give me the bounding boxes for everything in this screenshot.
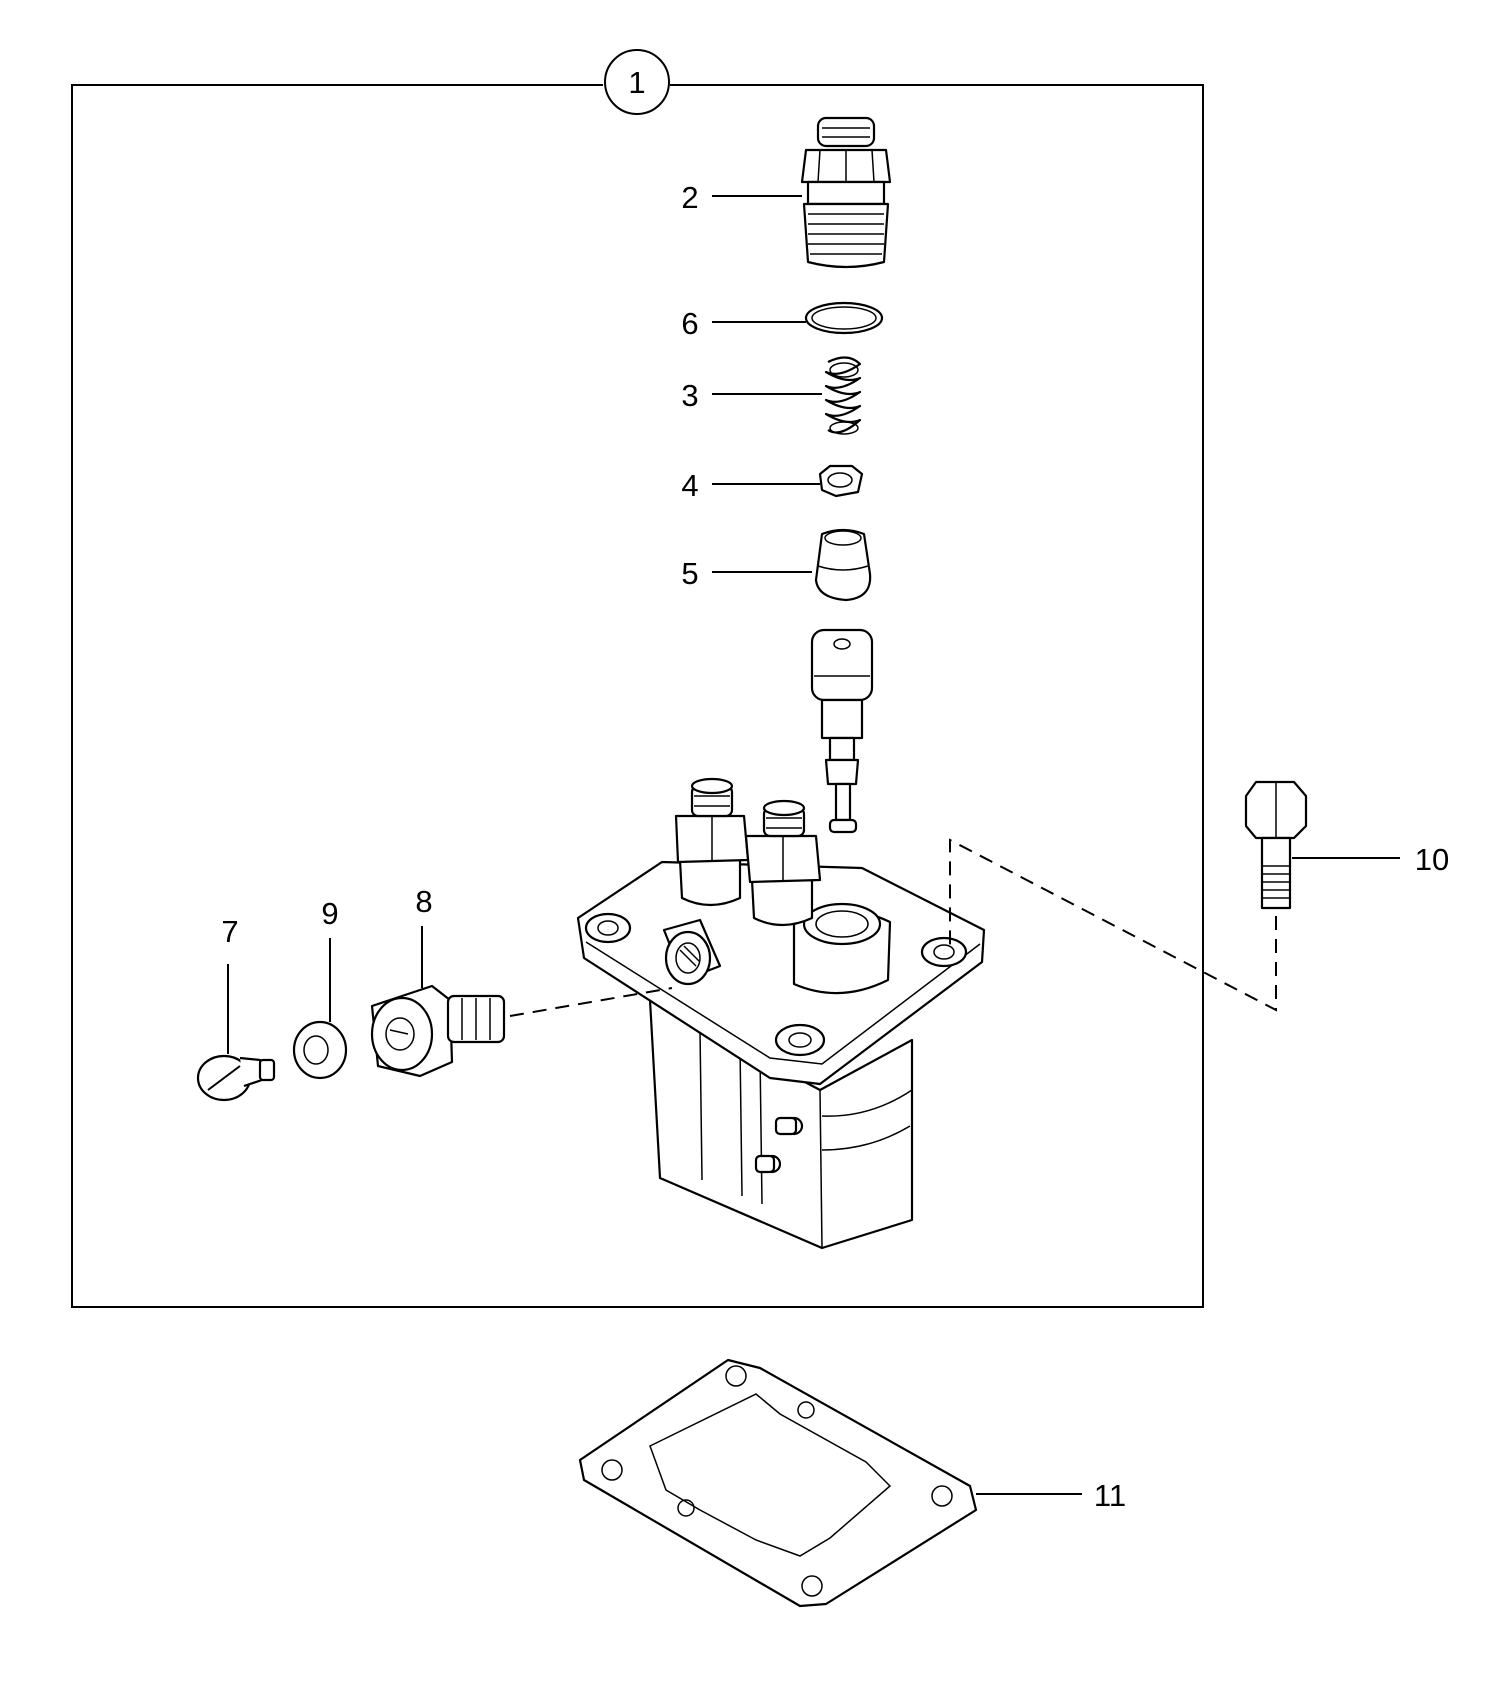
gasket-washer[interactable] — [292, 1020, 348, 1080]
callout-2: 2 — [681, 180, 698, 215]
o-ring[interactable] — [804, 301, 884, 335]
callout-8: 8 — [415, 884, 432, 919]
delivery-valve-holder[interactable] — [800, 116, 892, 269]
bolt[interactable] — [1244, 780, 1308, 910]
assembly-frame: 1 — [71, 49, 1204, 1308]
bleed-screw[interactable] — [196, 1054, 276, 1102]
spring[interactable] — [824, 356, 862, 435]
callout-9: 9 — [321, 896, 338, 931]
callout-4: 4 — [681, 468, 698, 503]
plunger[interactable] — [810, 628, 874, 834]
injection-pump-body[interactable] — [576, 777, 986, 1250]
callout-5: 5 — [681, 556, 698, 591]
alignment-line-bolt — [949, 838, 1277, 1012]
delivery-valve[interactable] — [814, 528, 872, 602]
assembly-callout-1: 1 — [628, 65, 645, 100]
callout-10: 10 — [1415, 842, 1449, 877]
stopper[interactable] — [818, 464, 864, 498]
alignment-line-banjo — [509, 987, 673, 1017]
callout-7: 7 — [221, 914, 238, 949]
banjo-bolt[interactable] — [370, 984, 506, 1078]
callout-3: 3 — [681, 378, 698, 413]
pump-gasket[interactable] — [578, 1358, 978, 1608]
callout-6: 6 — [681, 306, 698, 341]
callout-11: 11 — [1094, 1478, 1126, 1513]
